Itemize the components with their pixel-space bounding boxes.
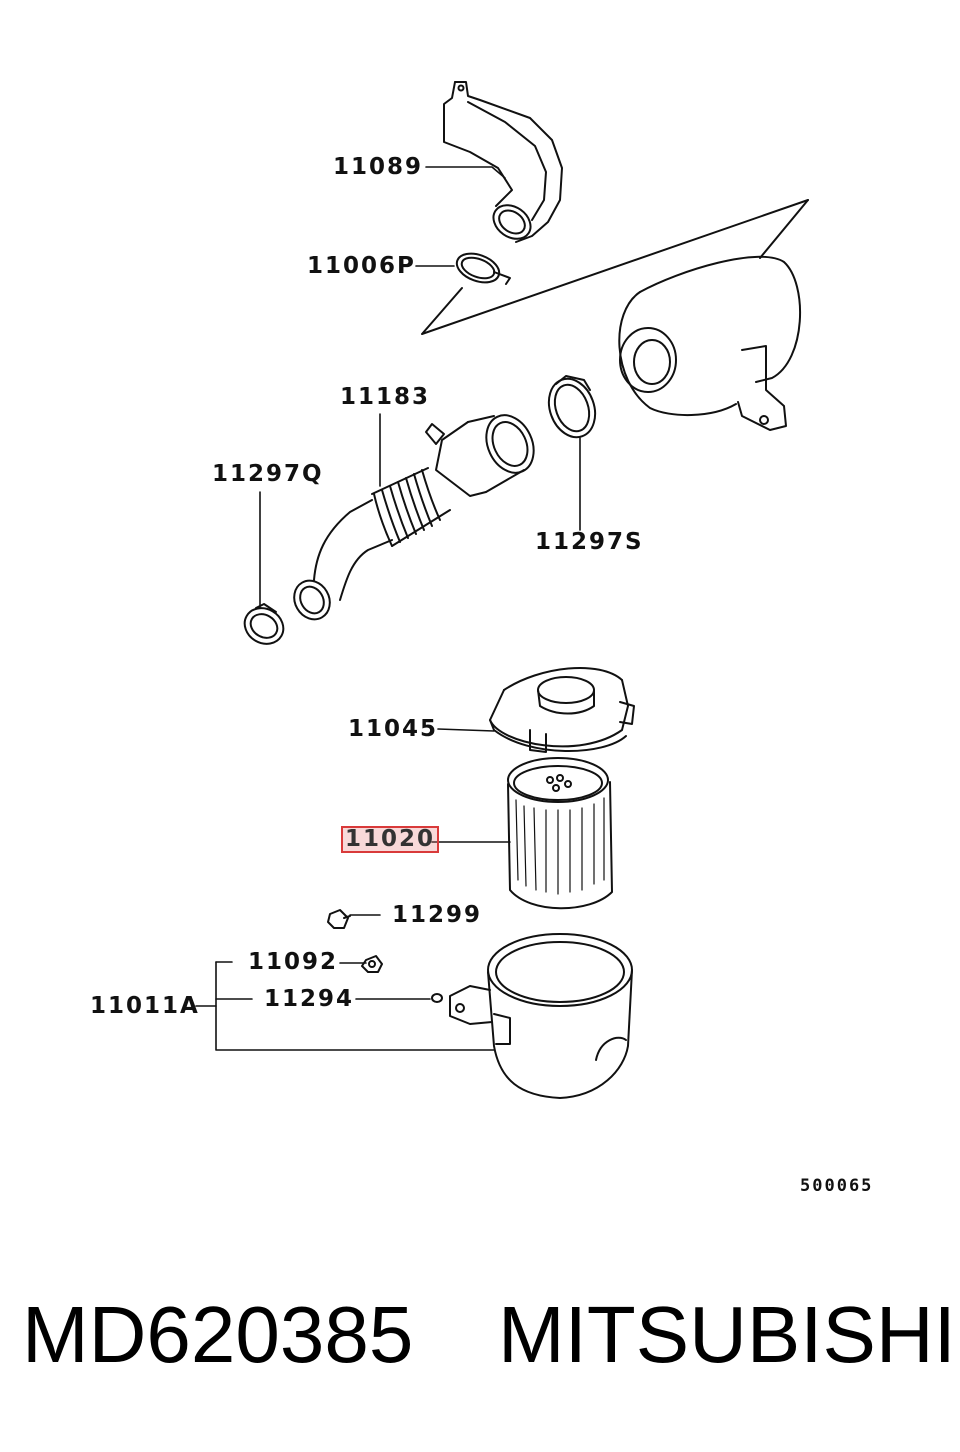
label-11297q: 11297Q — [212, 461, 324, 487]
label-11183: 11183 — [340, 384, 431, 410]
air-filter-element — [507, 757, 613, 910]
clamp-11006p — [455, 252, 511, 285]
nut-11092 — [361, 955, 383, 973]
label-11020-highlighted[interactable]: 11020 — [340, 826, 440, 853]
label-11294: 11294 — [264, 986, 355, 1012]
label-11092: 11092 — [248, 949, 339, 975]
intake-hose — [293, 414, 535, 621]
clamp-11297q — [243, 603, 285, 645]
label-11299: 11299 — [392, 902, 483, 928]
air-cleaner-cover — [489, 666, 635, 753]
label-11089: 11089 — [333, 154, 424, 180]
leader-lines — [195, 166, 581, 1051]
brand-name: MITSUBISHI — [498, 1290, 956, 1379]
bracket-pointer — [421, 199, 809, 335]
label-11297s: 11297S — [535, 529, 644, 555]
bolt-11299 — [327, 909, 351, 929]
air-cleaner-case — [449, 933, 633, 1099]
label-11006p: 11006P — [307, 253, 416, 279]
label-11011a: 11011A — [90, 993, 200, 1019]
label-11045: 11045 — [348, 716, 439, 742]
clamp-11297s — [547, 375, 597, 439]
part-number: MD620385 — [22, 1290, 414, 1379]
grommet-11294 — [431, 993, 443, 1003]
drawing-code: 500065 — [800, 1176, 874, 1196]
upper-intake-duct — [443, 81, 563, 243]
air-cleaner-housing — [618, 255, 802, 431]
